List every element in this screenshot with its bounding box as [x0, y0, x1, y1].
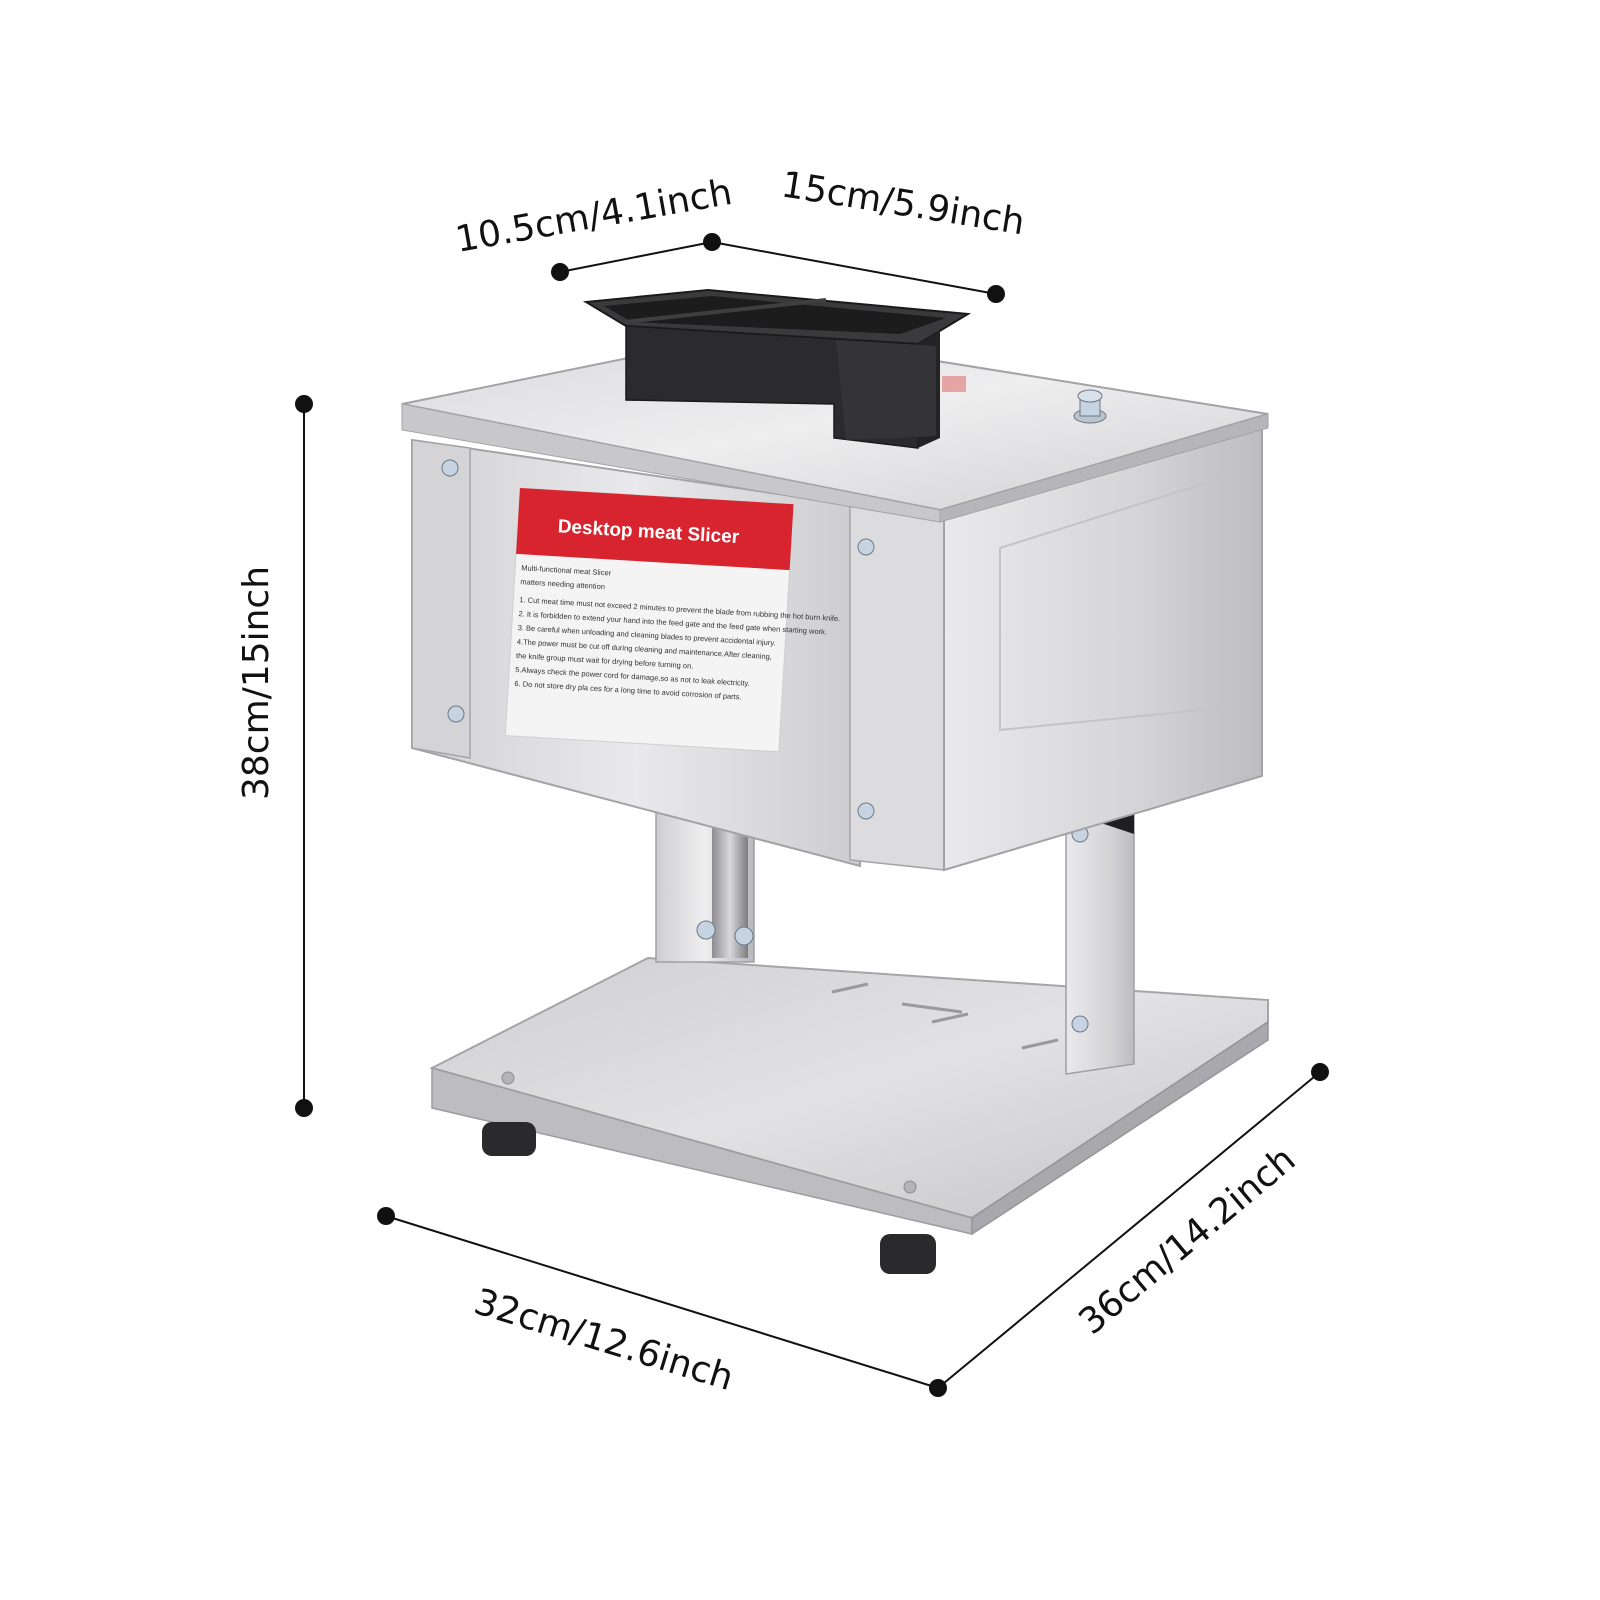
label-red-banner	[516, 488, 794, 571]
dimension-hopper-length-label: 15cm/5.9inch	[779, 164, 1028, 243]
dimension-height-label: 38cm/15inch	[236, 566, 277, 800]
dimension-hopper-width: 10.5cm/4.1inch	[452, 172, 735, 281]
dimension-width-label: 32cm/12.6inch	[469, 1281, 738, 1399]
dimension-hopper-length: 15cm/5.9inch	[711, 164, 1028, 303]
adjustment-knob	[1073, 389, 1107, 424]
dimension-height: 38cm/15inch	[236, 395, 313, 1117]
dimension-hopper-width-label: 10.5cm/4.1inch	[452, 172, 735, 261]
base-plate	[429, 956, 1269, 1236]
product-label: Desktop meat Slicer Multi-functional mea…	[504, 487, 841, 753]
housing-side	[943, 422, 1263, 872]
feed-hopper	[582, 288, 972, 449]
rubber-feet	[482, 1122, 936, 1274]
dimension-width: 32cm/12.6inch	[377, 1207, 947, 1399]
meat-slicer-illustration: Desktop meat Slicer Multi-functional mea…	[401, 288, 1269, 1274]
dimension-depth-label: 36cm/14.2inch	[1071, 1139, 1303, 1343]
